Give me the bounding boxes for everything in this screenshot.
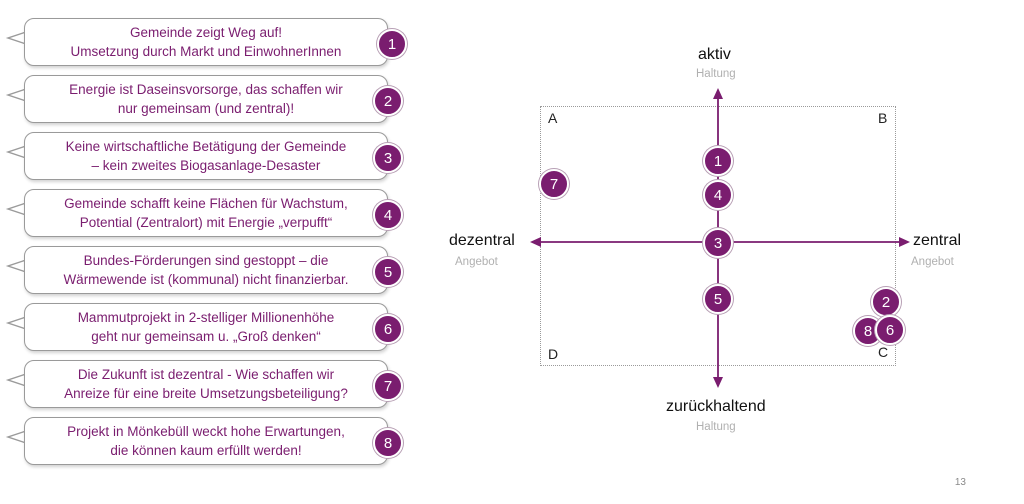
statement-text: Mammutprojekt in 2-stelliger Millionenhö…: [77, 310, 335, 344]
statement-bubble: Die Zukunft ist dezentral - Wie schaffen…: [24, 360, 388, 408]
page-number: 13: [954, 477, 966, 488]
axis-right-subtitle: Angebot: [911, 256, 954, 268]
statement-number-badge: 6: [373, 314, 403, 344]
statement-bubble: Keine wirtschaftliche Betätigung der Gem…: [24, 132, 388, 180]
arrow-down-icon: [713, 377, 723, 388]
matrix-marker: 5: [703, 284, 733, 314]
statement-text: Die Zukunft ist dezentral - Wie schaffen…: [64, 367, 348, 401]
speech-tail-icon: [5, 316, 27, 330]
statement-number-badge: 7: [373, 371, 403, 401]
axis-left-subtitle: Angebot: [455, 256, 498, 268]
speech-tail-icon: [5, 373, 27, 387]
matrix-marker: 2: [871, 287, 901, 317]
statement-number-badge: 8: [373, 428, 403, 458]
statement-number-badge: 4: [373, 200, 403, 230]
quadrant-label-c: C: [878, 344, 889, 360]
statement-text: Energie ist Daseinsvorsorge, das schaffe…: [69, 82, 343, 116]
statement-bubble: Mammutprojekt in 2-stelliger Millionenhö…: [24, 303, 388, 351]
statement-bubble: Energie ist Daseinsvorsorge, das schaffe…: [24, 75, 388, 123]
statement-bubble: Bundes-Förderungen sind gestoppt – die W…: [24, 246, 388, 294]
axis-top-subtitle: Haltung: [696, 68, 736, 80]
speech-tail-icon: [5, 88, 27, 102]
statement-bubble: Projekt in Mönkebüll weckt hohe Erwartun…: [24, 417, 388, 465]
speech-tail-icon: [5, 259, 27, 273]
matrix-marker: 7: [539, 169, 569, 199]
speech-tail-icon: [5, 31, 27, 45]
arrow-left-icon: [530, 237, 541, 247]
matrix-marker: 6: [875, 315, 905, 345]
statement-number-badge: 1: [377, 29, 407, 59]
arrow-right-icon: [899, 237, 910, 247]
statement-text: Bundes-Förderungen sind gestoppt – die W…: [63, 253, 349, 287]
quadrant-label-a: A: [548, 110, 558, 126]
axis-top-title: aktiv: [698, 46, 731, 63]
speech-tail-icon: [5, 202, 27, 216]
statement-bubble: Gemeinde schafft keine Flächen für Wachs…: [24, 189, 388, 237]
statement-number-badge: 3: [373, 143, 403, 173]
statement-text: Gemeinde schafft keine Flächen für Wachs…: [64, 196, 348, 230]
quadrant-label-b: B: [878, 110, 888, 126]
speech-tail-icon: [5, 145, 27, 159]
axis-bottom-title: zurückhaltend: [666, 398, 766, 415]
matrix-marker: 4: [703, 180, 733, 210]
quadrant-label-d: D: [548, 346, 559, 362]
statement-bubble: Gemeinde zeigt Weg auf! Umsetzung durch …: [24, 18, 388, 66]
arrow-up-icon: [713, 88, 723, 99]
statement-text: Projekt in Mönkebüll weckt hohe Erwartun…: [67, 424, 345, 458]
statement-text: Gemeinde zeigt Weg auf! Umsetzung durch …: [70, 25, 342, 59]
matrix-marker: 3: [703, 228, 733, 258]
speech-tail-icon: [5, 430, 27, 444]
axis-bottom-subtitle: Haltung: [696, 421, 736, 433]
statement-number-badge: 5: [373, 257, 403, 287]
statement-number-badge: 2: [373, 86, 403, 116]
matrix-marker: 1: [703, 146, 733, 176]
axis-right-title: zentral: [913, 232, 962, 249]
statement-text: Keine wirtschaftliche Betätigung der Gem…: [65, 139, 347, 173]
axis-left-title: dezentral: [449, 232, 515, 249]
